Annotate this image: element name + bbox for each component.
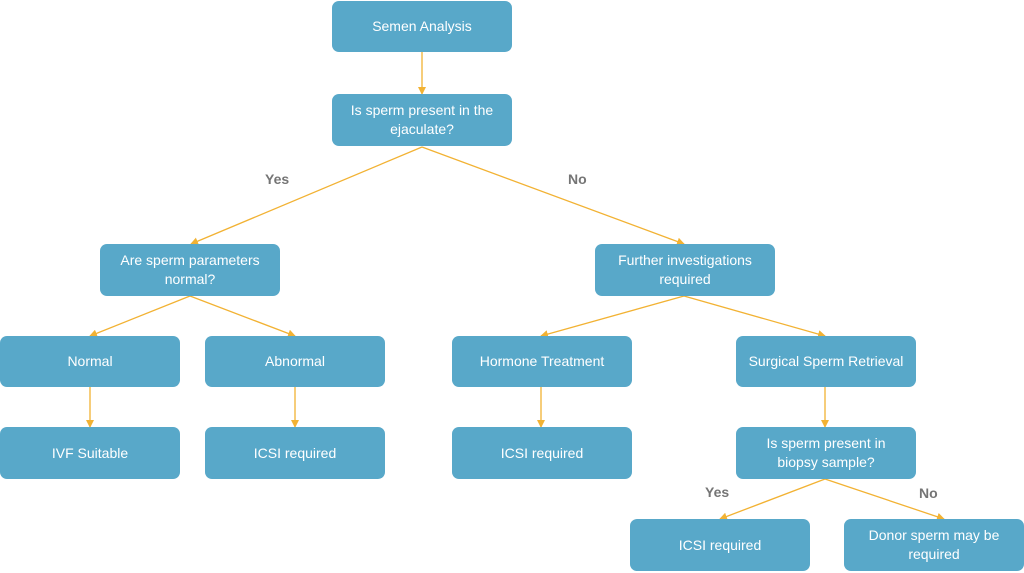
arrow-params-to-normal: [89, 295, 191, 338]
arrow-biopsy-to-icsi: [719, 478, 826, 521]
further-investigations-box: Further investigations required: [595, 244, 775, 296]
arrow-investigations-to-hormone: [540, 295, 685, 338]
ivf-suitable-box: IVF Suitable: [0, 427, 180, 479]
hormone-treatment-box: Hormone Treatment: [452, 336, 632, 387]
arrow-biopsy-to-donor: [824, 478, 945, 521]
semen-analysis-box: Semen Analysis: [332, 1, 512, 52]
params-normal-question-box: Are sperm parameters normal?: [100, 244, 280, 296]
arrow-investigations-to-surgical: [683, 295, 826, 338]
arrow-question-to-investigations: [421, 146, 685, 246]
arrow-params-to-abnormal: [189, 295, 296, 338]
no-branch-label: No: [568, 171, 587, 187]
normal-box: Normal: [0, 336, 180, 387]
abnormal-box: Abnormal: [205, 336, 385, 387]
biopsy-question-box: Is sperm present in biopsy sample?: [736, 427, 916, 479]
arrow-question-to-params: [190, 146, 423, 245]
surgical-retrieval-box: Surgical Sperm Retrieval: [736, 336, 916, 387]
icsi-required-box-1: ICSI required: [205, 427, 385, 479]
yes-branch-label-biopsy: Yes: [705, 484, 730, 500]
sperm-present-question-box: Is sperm present in the ejaculate?: [332, 94, 512, 146]
icsi-required-box-2: ICSI required: [452, 427, 632, 479]
donor-sperm-box: Donor sperm may be required: [844, 519, 1024, 571]
yes-branch-label: Yes: [265, 171, 290, 187]
icsi-required-box-3: ICSI required: [630, 519, 810, 571]
no-branch-label-biopsy: No: [919, 485, 938, 501]
